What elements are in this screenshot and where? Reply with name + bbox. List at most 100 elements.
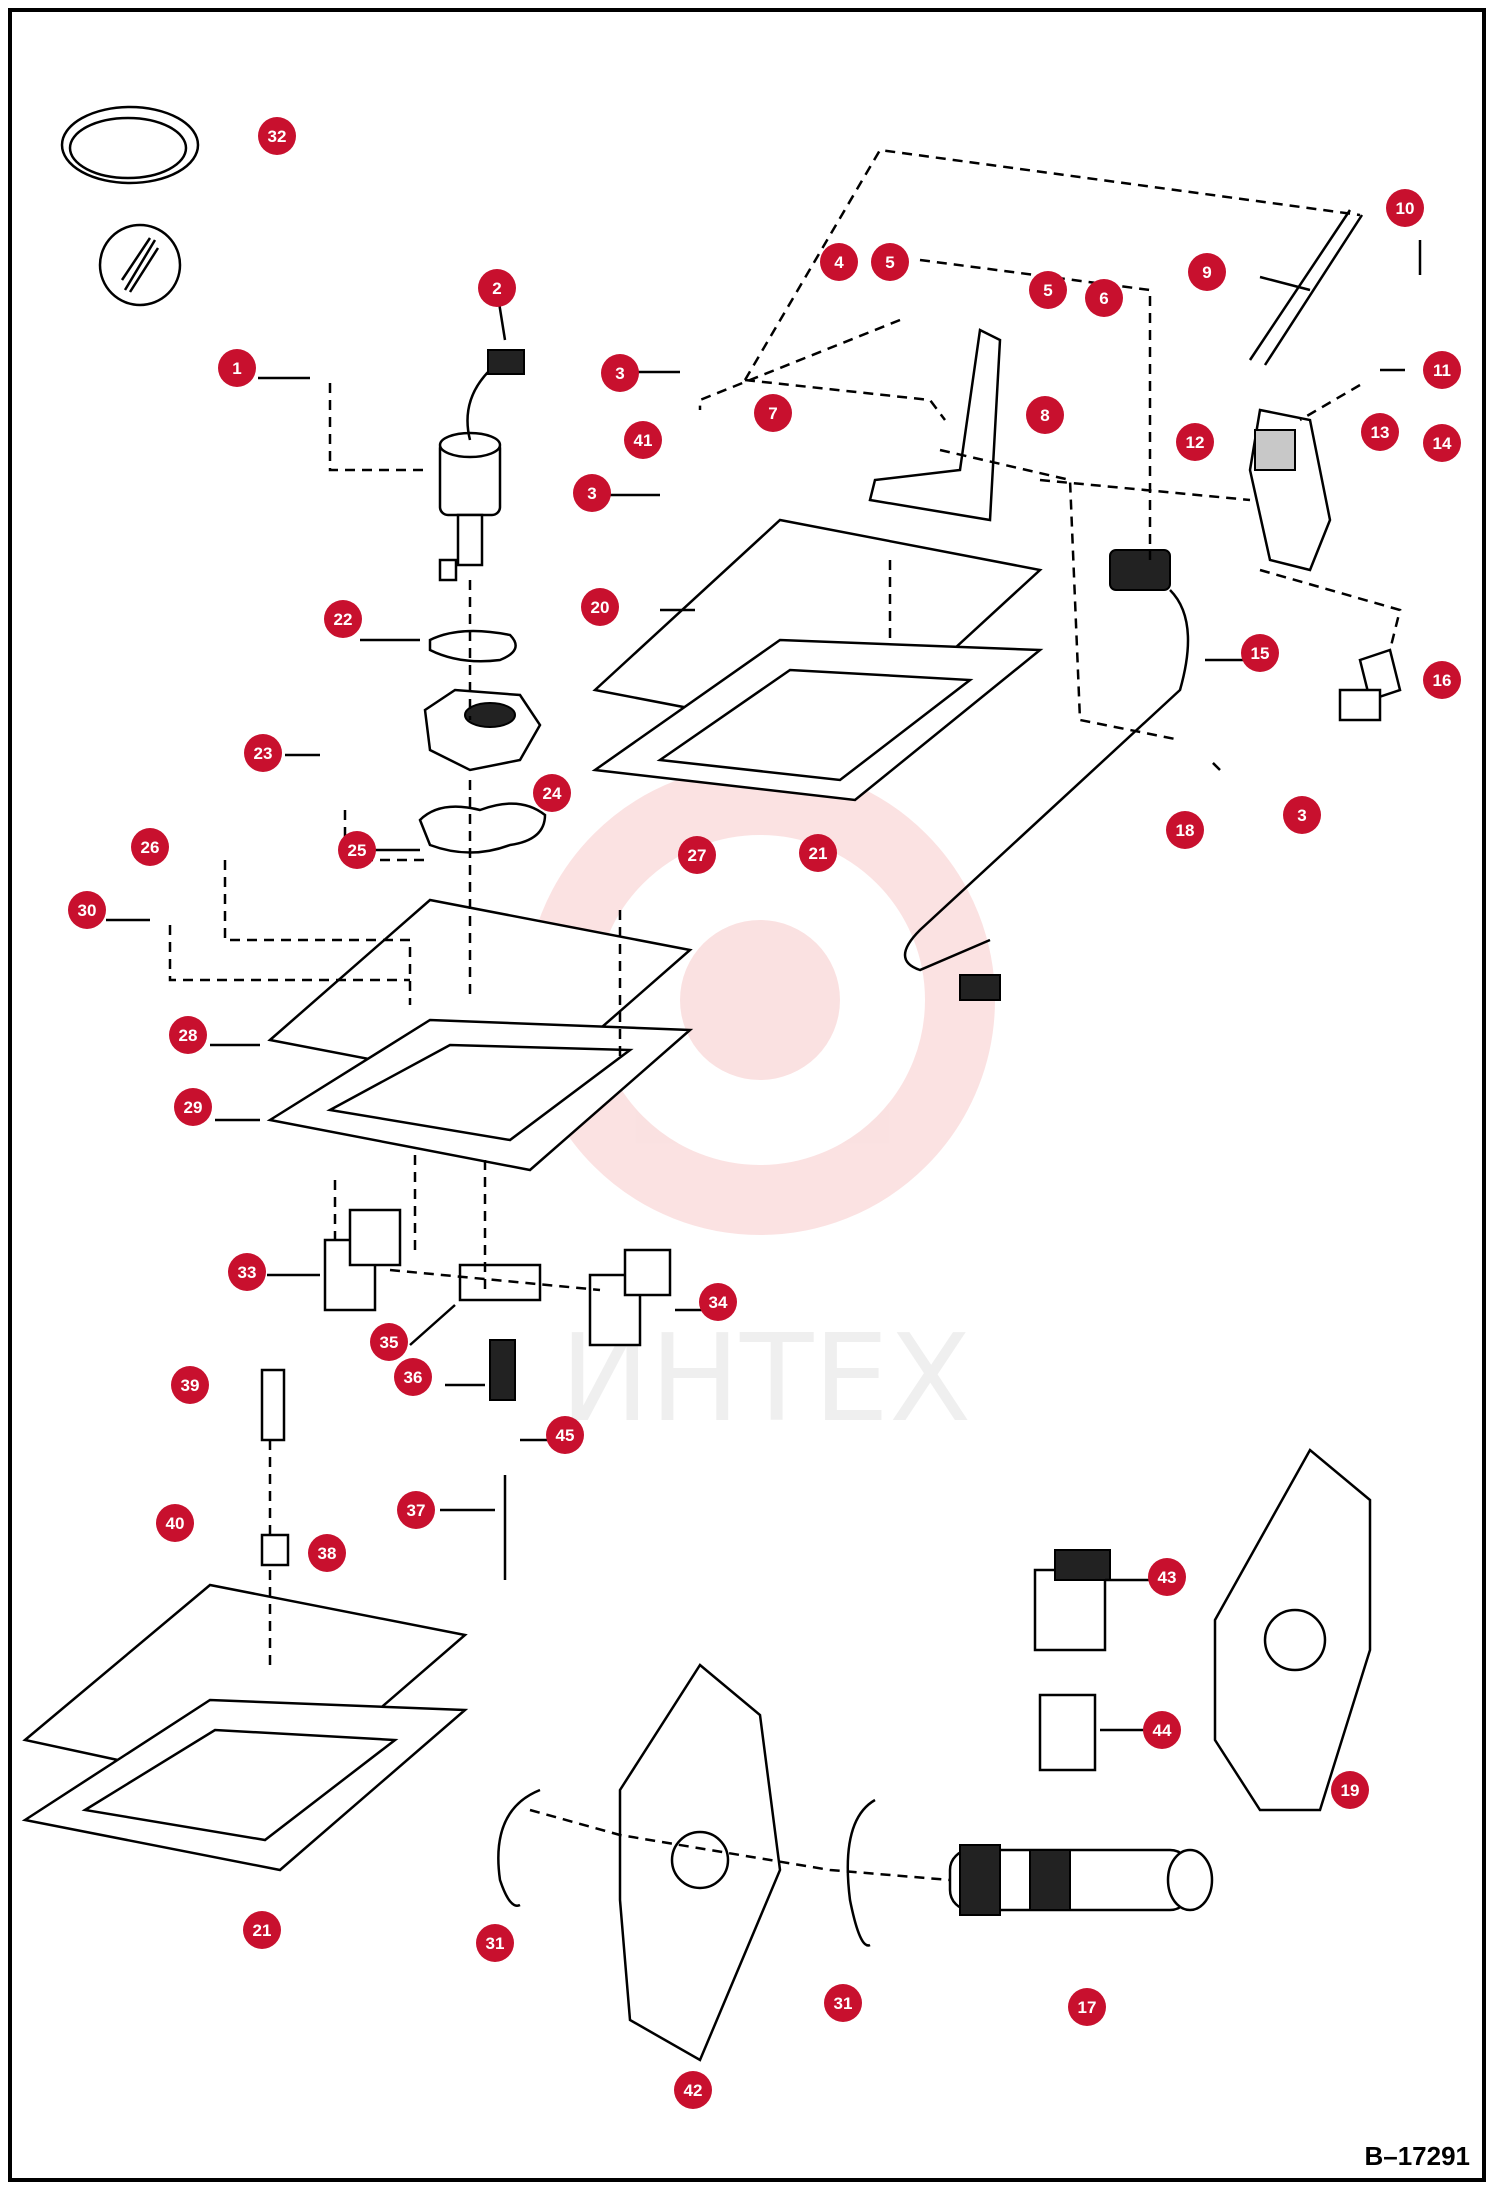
- box-43: [1033, 1568, 1107, 1652]
- lower-gasket: [21, 1698, 469, 1872]
- svg-text:10: 10: [1396, 199, 1415, 218]
- callout-24: 24: [533, 774, 571, 812]
- svg-text:4: 4: [834, 253, 844, 272]
- valve-housing: [423, 688, 542, 772]
- callout-4: 4: [820, 243, 858, 281]
- svg-text:39: 39: [181, 1376, 200, 1395]
- svg-text:22: 22: [334, 610, 353, 629]
- spring: [489, 1339, 516, 1401]
- callout-39: 39: [171, 1366, 209, 1404]
- callout-13: 13: [1361, 413, 1399, 451]
- svg-text:13: 13: [1371, 423, 1390, 442]
- svg-text:44: 44: [1153, 1721, 1172, 1740]
- svg-text:35: 35: [380, 1333, 399, 1352]
- svg-text:1: 1: [232, 359, 241, 378]
- svg-text:15: 15: [1251, 644, 1270, 663]
- callout-30: 30: [68, 891, 106, 929]
- svg-text:3: 3: [1297, 806, 1306, 825]
- svg-text:37: 37: [407, 1501, 426, 1520]
- svg-text:12: 12: [1186, 433, 1205, 452]
- callout-18: 18: [1166, 811, 1204, 849]
- callout-3a: 3: [601, 354, 639, 392]
- callout-21a: 21: [799, 834, 837, 872]
- decal-44: [1038, 1693, 1097, 1772]
- cable-harness: [60, 105, 200, 307]
- svg-text:3: 3: [587, 484, 596, 503]
- callout-10: 10: [1386, 189, 1424, 227]
- callout-45: 45: [546, 1416, 584, 1454]
- callout-20: 20: [581, 588, 619, 626]
- callout-14: 14: [1423, 424, 1461, 462]
- svg-text:2: 2: [492, 279, 501, 298]
- svg-text:40: 40: [166, 1514, 185, 1533]
- svg-text:11: 11: [1433, 361, 1451, 380]
- callout-5b: 5: [1029, 271, 1067, 309]
- svg-text:21: 21: [809, 844, 828, 863]
- switch-and-wire: [903, 549, 1190, 1001]
- callout-38: 38: [308, 1534, 346, 1572]
- gasket: [428, 629, 517, 663]
- svg-text:43: 43: [1158, 1568, 1177, 1587]
- callout-2: 2: [478, 269, 516, 307]
- callout-9: 9: [1188, 253, 1226, 291]
- svg-text:24: 24: [543, 784, 562, 803]
- svg-text:16: 16: [1433, 671, 1452, 690]
- svg-text:42: 42: [684, 2081, 703, 2100]
- callout-26: 26: [131, 828, 169, 866]
- svg-text:19: 19: [1341, 1781, 1360, 1800]
- svg-text:32: 32: [268, 127, 287, 146]
- callout-28: 28: [169, 1016, 207, 1054]
- callout-12: 12: [1176, 423, 1214, 461]
- svg-text:9: 9: [1202, 263, 1211, 282]
- callout-19: 19: [1331, 1771, 1369, 1809]
- gasket-lower: [418, 802, 547, 854]
- svg-text:7: 7: [768, 404, 777, 423]
- callout-7: 7: [754, 394, 792, 432]
- callout-35: 35: [370, 1323, 408, 1361]
- svg-text:31: 31: [834, 1994, 853, 2013]
- callout-6: 6: [1085, 279, 1123, 317]
- callout-22: 22: [324, 600, 362, 638]
- svg-text:36: 36: [404, 1368, 423, 1387]
- callout-15: 15: [1241, 634, 1279, 672]
- svg-text:5: 5: [1043, 281, 1052, 300]
- callout-44: 44: [1143, 1711, 1181, 1749]
- drawing-frame: [8, 8, 1486, 2182]
- callout-1: 1: [218, 349, 256, 387]
- callout-43: 43: [1148, 1558, 1186, 1596]
- svg-text:8: 8: [1040, 406, 1049, 425]
- callout-34: 34: [699, 1283, 737, 1321]
- svg-text:5: 5: [885, 253, 894, 272]
- svg-text:28: 28: [179, 1026, 198, 1045]
- callout-16: 16: [1423, 661, 1461, 699]
- detent-blocks: [323, 1208, 672, 1347]
- callout-31a: 31: [476, 1924, 514, 1962]
- callout-25: 25: [338, 831, 376, 869]
- svg-text:27: 27: [688, 846, 707, 865]
- svg-text:18: 18: [1176, 821, 1195, 840]
- callout-23: 23: [244, 734, 282, 772]
- disc-19: [1213, 1448, 1372, 1812]
- svg-text:3: 3: [615, 364, 624, 383]
- callout-36: 36: [394, 1358, 432, 1396]
- bracket: [868, 328, 1002, 522]
- svg-text:21: 21: [253, 1921, 272, 1940]
- svg-text:23: 23: [254, 744, 273, 763]
- callout-17: 17: [1068, 1988, 1106, 2026]
- callout-37: 37: [397, 1491, 435, 1529]
- callout-32: 32: [258, 117, 296, 155]
- callout-21b: 21: [243, 1911, 281, 1949]
- callout-11: 11: [1423, 351, 1461, 389]
- svg-text:14: 14: [1433, 434, 1452, 453]
- svg-text:26: 26: [141, 838, 160, 857]
- callout-3b: 3: [573, 474, 611, 512]
- drawing-number: B–17291: [1364, 2141, 1470, 2171]
- svg-text:33: 33: [238, 1263, 257, 1282]
- disc-42: [618, 1663, 782, 2062]
- callout-5a: 5: [871, 243, 909, 281]
- callout-3c: 3: [1283, 796, 1321, 834]
- svg-text:45: 45: [556, 1426, 575, 1445]
- svg-text:38: 38: [318, 1544, 337, 1563]
